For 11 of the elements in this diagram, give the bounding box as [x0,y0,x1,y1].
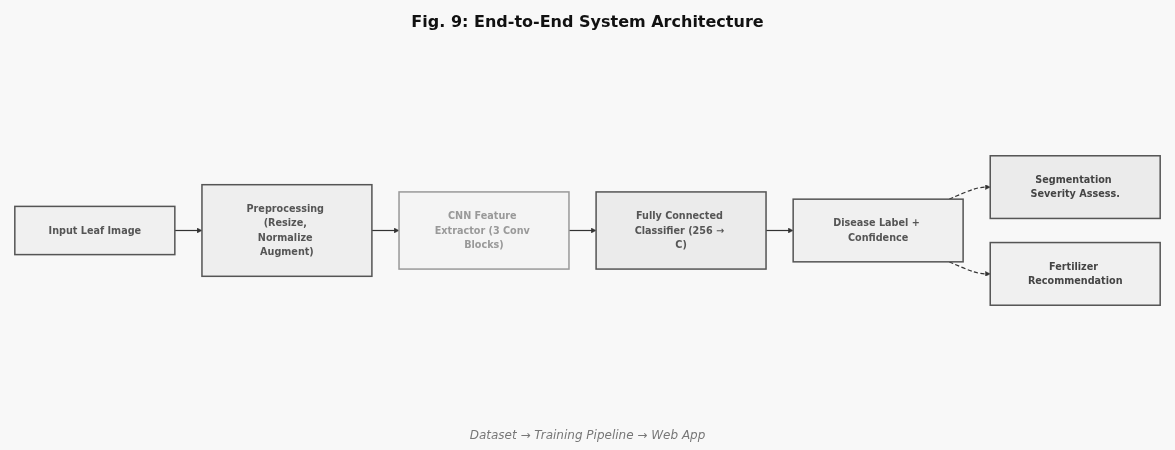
arrow [568,227,597,234]
diagram-title: Fig. 9: End-to-End System Architecture [411,12,764,31]
node-box: Fully Connected Classifier (256 → C) [595,191,767,270]
node-box: Input Leaf Image [14,205,176,256]
node-box: CNN Feature Extractor (3 Conv Blocks) [398,191,570,270]
node-box: Disease Label + Confidence [792,198,964,263]
node-box: Preprocessing (Resize, Normalize Augment) [201,183,373,278]
diagram-caption: Dataset → Training Pipeline → Web App [469,428,706,442]
node-box: Fertilizer Recommendation [989,241,1161,306]
arrow [371,227,400,234]
node-box: Segmentation Severity Assess. [989,155,1161,220]
